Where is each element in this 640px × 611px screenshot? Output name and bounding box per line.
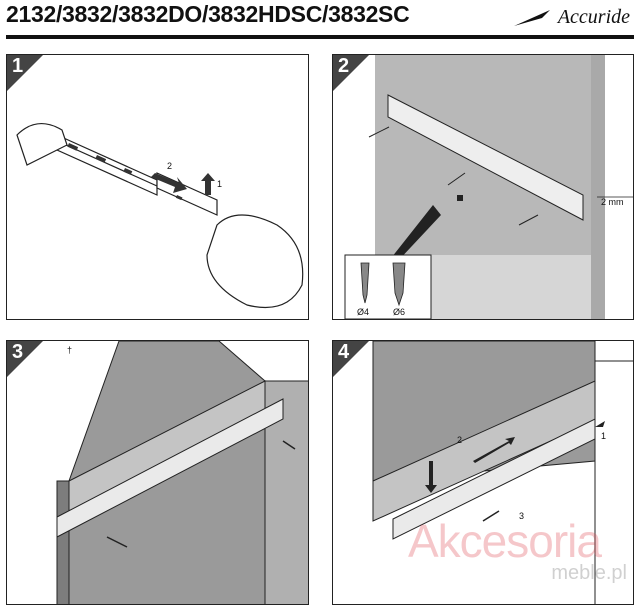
lock-icon [457, 195, 463, 201]
step-1-panel: 2 1 1 [6, 54, 309, 320]
step-1-number: 1 [12, 55, 24, 77]
pull-arrow-icon [151, 173, 187, 193]
push-arrow-icon [595, 421, 605, 427]
brand-logo: Accuride [512, 6, 630, 30]
push-label: 1 [601, 431, 606, 441]
step-3-illustration: † [7, 341, 308, 604]
move-label: 2 [457, 435, 462, 445]
step-4-number: 4 [338, 341, 350, 363]
mark-label: † [67, 345, 72, 355]
step-2-panel: Ø4 Ø6 2 mm 2 [332, 54, 634, 320]
model-title: 2132/3832/3832DO/3832HDSC/3832SC [6, 1, 410, 27]
step-2-illustration: Ø4 Ø6 2 mm [333, 55, 633, 319]
step-4-panel: 2 1 3 4 [332, 340, 634, 605]
brand-name: Accuride [557, 6, 630, 28]
lift-arrow-icon [201, 173, 215, 195]
step-4-illustration: 2 1 3 [333, 341, 633, 604]
gap-label: 2 mm [601, 197, 624, 207]
step-1-illustration: 2 1 [7, 55, 304, 309]
lift-arrow-icon [425, 461, 437, 493]
header: 2132/3832/3832DO/3832HDSC/3832SC Accurid… [0, 0, 640, 40]
move-arrow-icon [473, 437, 515, 463]
step-2-number: 2 [338, 55, 350, 77]
screw-a-label: Ø4 [357, 307, 369, 317]
arrow-pull-label: 2 [167, 161, 172, 171]
arrow-lift-label: 1 [217, 179, 222, 189]
step-3-panel: † 3 [6, 340, 309, 605]
brand-swoosh-icon [514, 10, 550, 26]
screw-label: 3 [519, 511, 524, 521]
screw-b-label: Ø6 [393, 307, 405, 317]
header-rule [6, 35, 634, 39]
step-3-number: 3 [12, 341, 24, 363]
